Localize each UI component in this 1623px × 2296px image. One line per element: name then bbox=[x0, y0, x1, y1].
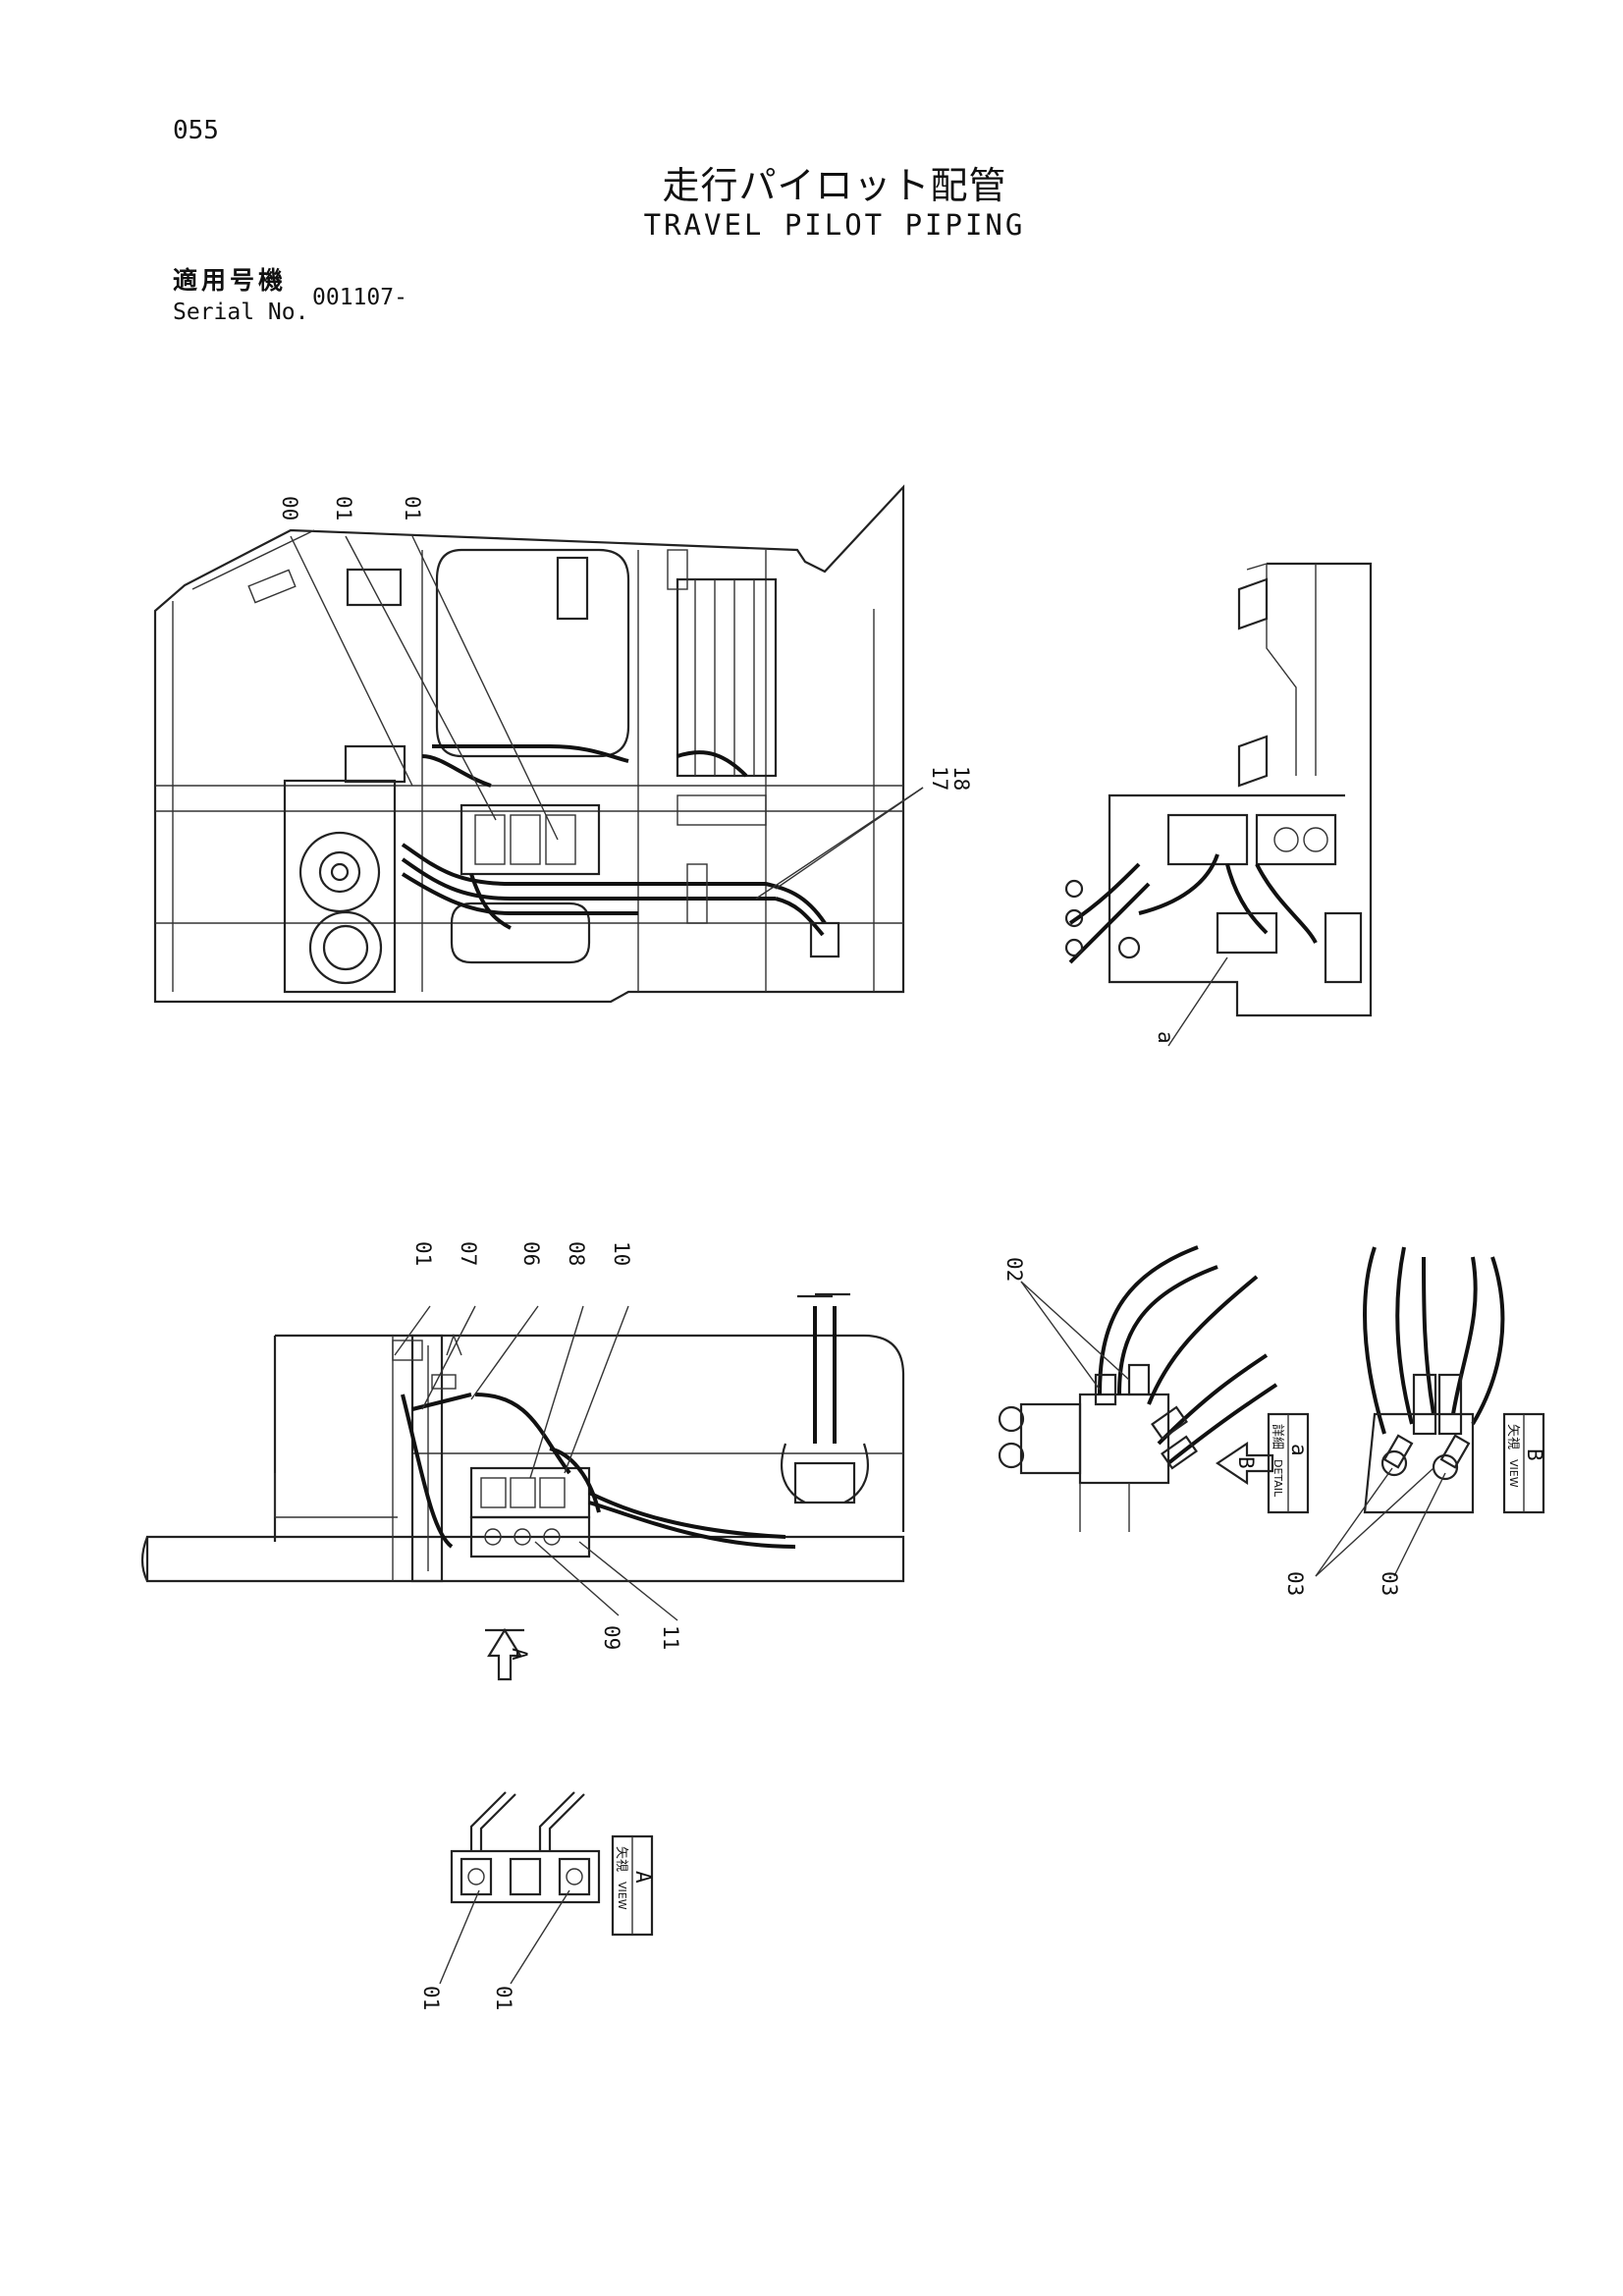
serial-number-value: 001107- bbox=[312, 285, 407, 310]
view-a-assembly bbox=[439, 1791, 654, 1985]
title-japanese: 走行パイロット配管 bbox=[662, 164, 1007, 207]
arrow-a-letter: A bbox=[508, 1648, 531, 1661]
top-main-assembly bbox=[153, 484, 924, 1004]
callout-top-01a: 01 bbox=[332, 496, 355, 520]
view-b-letter: B bbox=[1523, 1449, 1546, 1461]
view-a-label-jp: 矢視 bbox=[614, 1846, 628, 1872]
title-english: TRAVEL PILOT PIPING bbox=[643, 208, 1026, 242]
callout-mid-11: 11 bbox=[659, 1625, 682, 1650]
callout-detail-02: 02 bbox=[1002, 1257, 1026, 1282]
top-side-assembly bbox=[1064, 562, 1373, 1047]
callout-top-17: 17 bbox=[928, 766, 951, 791]
callout-top-a: a bbox=[1154, 1031, 1177, 1044]
callout-top-00: 00 bbox=[278, 496, 301, 520]
view-b-assembly bbox=[1315, 1246, 1545, 1577]
callout-mid-01: 01 bbox=[411, 1241, 435, 1266]
callout-mid-10: 10 bbox=[610, 1241, 633, 1266]
callout-mid-09: 09 bbox=[600, 1625, 623, 1650]
callout-viewb-03b: 03 bbox=[1378, 1571, 1401, 1596]
detail-a-label-jp: 詳細 bbox=[1270, 1424, 1285, 1449]
callout-mid-08: 08 bbox=[565, 1241, 588, 1266]
page-number: 055 bbox=[173, 116, 219, 145]
view-b-label-en: VIEW bbox=[1507, 1459, 1520, 1488]
callout-viewa-01a: 01 bbox=[419, 1986, 443, 2010]
arrow-b-letter: B bbox=[1234, 1456, 1258, 1469]
view-a-label-en: VIEW bbox=[616, 1882, 628, 1910]
callout-top-01b: 01 bbox=[401, 496, 424, 520]
callout-mid-07: 07 bbox=[457, 1241, 480, 1266]
callout-viewb-03a: 03 bbox=[1283, 1571, 1307, 1596]
middle-assembly bbox=[140, 1292, 905, 1681]
serial-label-japanese: 適用号機 bbox=[173, 266, 288, 295]
detail-a-label-en: DETAIL bbox=[1271, 1459, 1284, 1498]
view-b-label-jp: 矢視 bbox=[1505, 1424, 1520, 1449]
view-a-letter: A bbox=[631, 1871, 655, 1884]
callout-viewa-01b: 01 bbox=[492, 1986, 515, 2010]
detail-a-letter: a bbox=[1287, 1444, 1311, 1456]
callout-top-18: 18 bbox=[949, 766, 973, 791]
callout-mid-06: 06 bbox=[519, 1241, 543, 1266]
serial-label-english: Serial No. bbox=[173, 300, 309, 325]
detail-a-assembly bbox=[998, 1245, 1310, 1532]
